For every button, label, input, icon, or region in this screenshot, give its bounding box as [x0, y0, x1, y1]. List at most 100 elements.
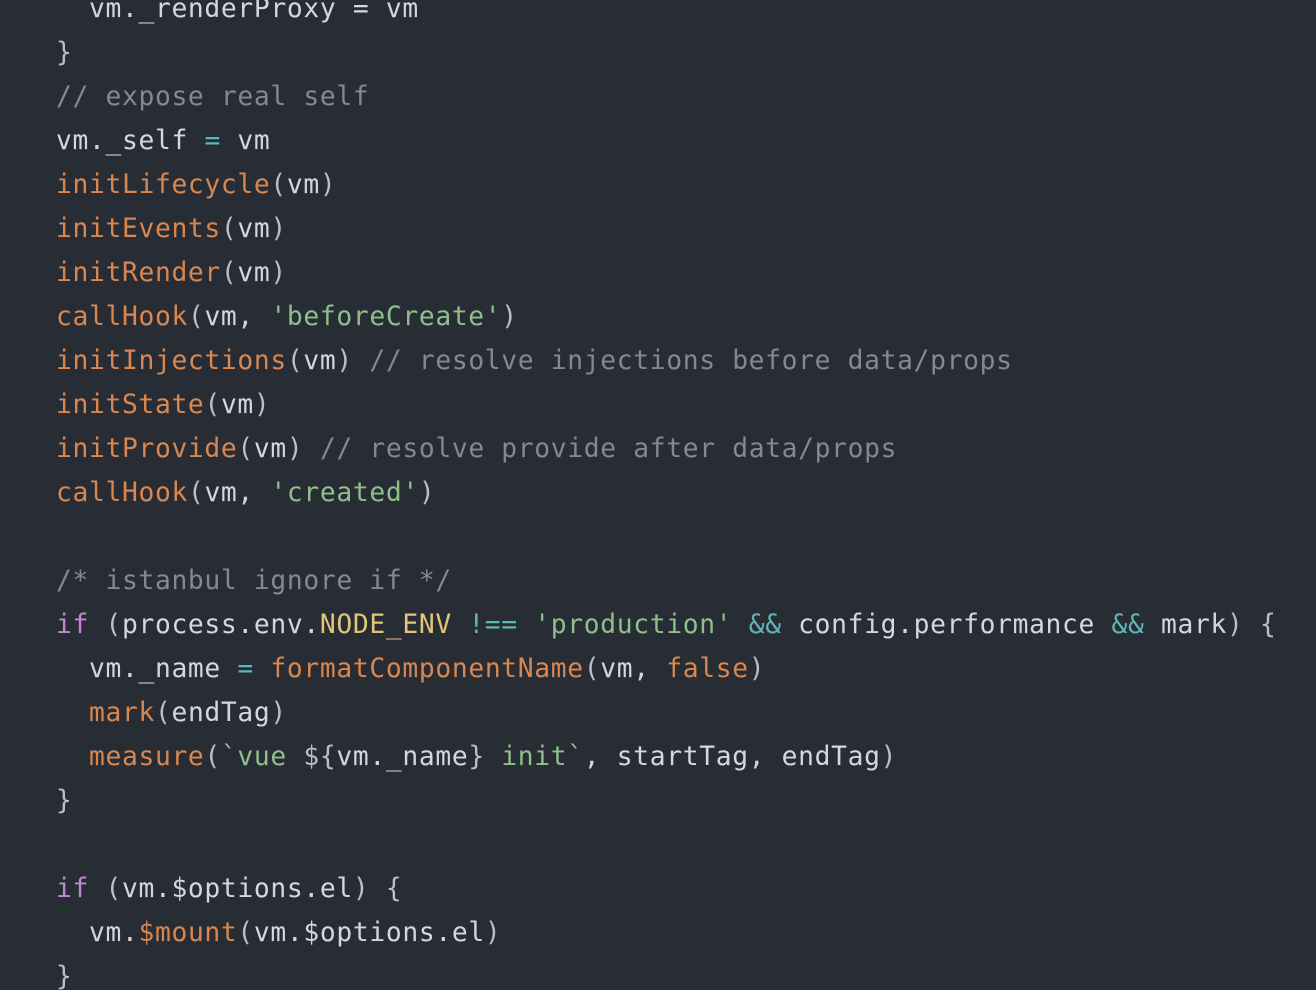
code-token: /* istanbul ignore if */ [56, 566, 452, 596]
code-token: ( [204, 390, 221, 420]
code-line[interactable]: callHook(vm, 'beforeCreate') [56, 295, 1276, 339]
code-token: vm [237, 214, 271, 244]
code-token: vm.$options.el [253, 918, 485, 948]
code-token [452, 610, 469, 640]
code-token: 'created' [270, 478, 419, 508]
code-token: formatComponentName [270, 654, 584, 684]
code-token: ( [88, 874, 122, 904]
code-line[interactable]: ​ [56, 823, 1276, 867]
code-token: , startTag, endTag [583, 742, 881, 772]
code-line[interactable]: vm.$mount(vm.$options.el) [56, 911, 1276, 955]
code-token: $mount [138, 918, 238, 948]
code-token: initInjections [56, 346, 287, 376]
code-token [56, 698, 89, 728]
code-token: `vue [220, 742, 304, 772]
code-line[interactable]: // expose real self [56, 75, 1276, 119]
code-token: ( [154, 698, 172, 728]
code-line[interactable]: vm._name = formatComponentName(vm, false… [56, 647, 1276, 691]
code-token: } [56, 786, 73, 816]
code-token: } [56, 38, 73, 68]
code-line[interactable]: if (vm.$options.el) { [56, 867, 1276, 911]
code-line[interactable]: } [56, 779, 1276, 823]
code-token: endTag [171, 698, 271, 728]
code-token: mark [1144, 610, 1227, 640]
code-token: ) [270, 258, 287, 288]
code-token: measure [88, 742, 205, 772]
code-token: = [204, 126, 221, 156]
code-token: ( [237, 434, 254, 464]
code-block[interactable]: vm._renderProxy = vm} // expose real self… [56, 0, 1276, 990]
code-token: mark [88, 698, 155, 728]
code-line[interactable]: initState(vm) [56, 383, 1276, 427]
code-line[interactable]: initProvide(vm) // resolve provide after… [56, 427, 1276, 471]
code-token: init` [484, 742, 584, 772]
code-token: } [56, 962, 73, 990]
code-token: vm [220, 390, 254, 420]
code-line[interactable]: vm._renderProxy = vm [56, 0, 1276, 31]
code-token: ) [253, 390, 271, 420]
code-token: ( [204, 742, 221, 772]
code-token: ) [418, 478, 436, 508]
code-token: ( [187, 302, 205, 332]
code-token [518, 610, 535, 640]
code-token: vm._renderProxy = vm [56, 0, 419, 24]
code-token: = [237, 654, 254, 684]
code-token: initRender [56, 258, 221, 288]
code-token: if [56, 874, 89, 904]
code-token: initState [56, 390, 205, 420]
code-token: vm, [204, 478, 271, 508]
code-token: callHook [56, 302, 188, 332]
code-token: vm [220, 126, 271, 156]
code-token: ) [319, 170, 337, 200]
code-token: vm [303, 346, 337, 376]
code-token: ( [88, 610, 122, 640]
code-token: ( [220, 258, 238, 288]
code-token: ( [220, 214, 238, 244]
code-token: config.performance [781, 610, 1112, 640]
code-token: ) [880, 742, 898, 772]
code-token: false [666, 654, 749, 684]
code-line[interactable]: callHook(vm, 'created') [56, 471, 1276, 515]
code-token: ( [187, 478, 205, 508]
code-token: vm.$options.el [121, 874, 353, 904]
code-token: 'production' [534, 610, 733, 640]
code-line[interactable]: /* istanbul ignore if */ [56, 559, 1276, 603]
code-token [254, 654, 271, 684]
code-token: initEvents [56, 214, 221, 244]
code-token: if [56, 610, 89, 640]
code-line[interactable]: initLifecycle(vm) [56, 163, 1276, 207]
code-token: // expose real self [56, 82, 370, 112]
code-token: vm._name [336, 742, 469, 772]
code-token: vm [286, 170, 320, 200]
code-line[interactable]: measure(`vue ${vm._name} init`, startTag… [56, 735, 1276, 779]
code-line[interactable]: ​ [56, 515, 1276, 559]
code-token: initLifecycle [56, 170, 271, 200]
code-line[interactable]: initRender(vm) [56, 251, 1276, 295]
code-token: && [1111, 610, 1145, 640]
code-line[interactable]: mark(endTag) [56, 691, 1276, 735]
code-token: ) [336, 346, 353, 376]
code-token: vm [237, 258, 271, 288]
code-line[interactable]: initInjections(vm) // resolve injections… [56, 339, 1276, 383]
code-token: vm._self [56, 126, 205, 156]
code-token [56, 742, 89, 772]
code-line[interactable]: vm._self = vm [56, 119, 1276, 163]
code-line[interactable]: initEvents(vm) [56, 207, 1276, 251]
code-token: && [748, 610, 782, 640]
code-line[interactable]: if (process.env.NODE_ENV !== 'production… [56, 603, 1276, 647]
code-token: ) [748, 654, 766, 684]
code-token: ) [270, 214, 287, 244]
code-token: vm, [204, 302, 271, 332]
code-token: ( [286, 346, 304, 376]
code-token: ( [237, 918, 254, 948]
code-token: NODE_ENV [319, 610, 452, 640]
code-token: } [468, 742, 485, 772]
code-line[interactable]: } [56, 31, 1276, 75]
code-token: ) { [352, 874, 403, 904]
code-token: !== [468, 610, 518, 640]
code-line[interactable]: } [56, 955, 1276, 990]
code-token: ) [286, 434, 304, 464]
code-token: 'beforeCreate' [270, 302, 502, 332]
code-token: ( [270, 170, 287, 200]
